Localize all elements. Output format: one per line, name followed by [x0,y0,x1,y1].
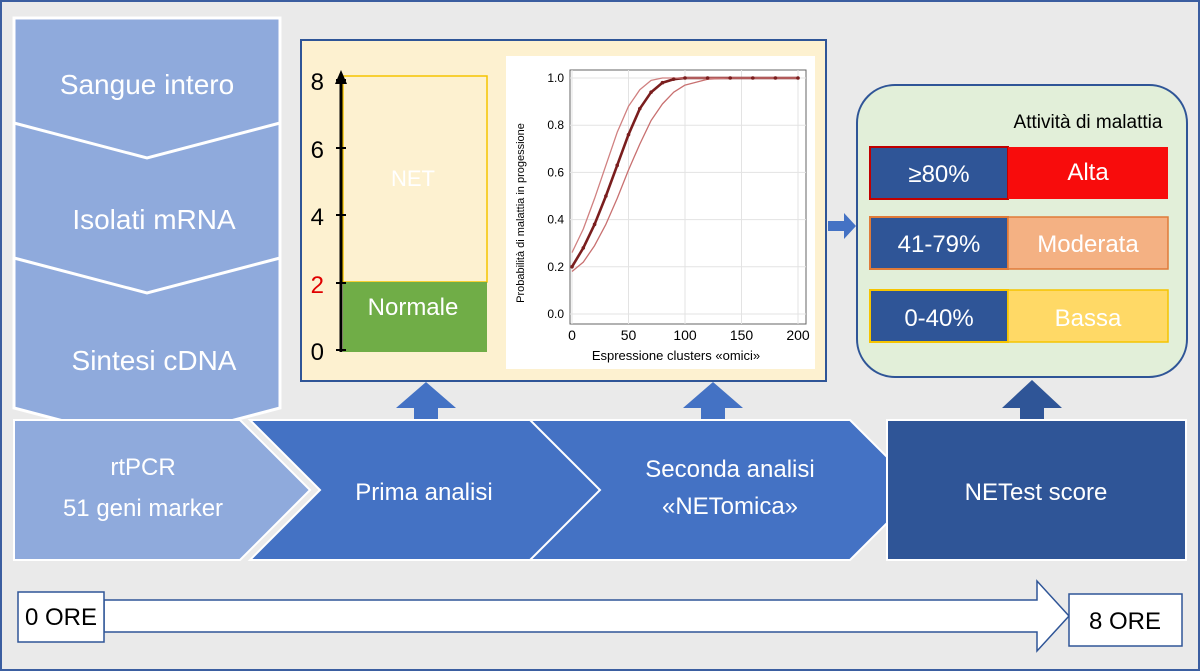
net-scale: 0 2 4 6 8 NET Normale [311,69,488,366]
activity-range-high [869,146,1009,200]
chart-y-axis-label: Probabilità di malattia in progessione [515,123,527,303]
chart-point [728,76,732,80]
up-arrow-seconda [683,382,743,422]
activity-range-low [869,289,1009,343]
timeline-arrow [103,579,1071,653]
chart-point [683,76,687,80]
step-label-cdna: Sintesi cDNA [72,345,237,376]
scale-tick-label-6: 6 [311,137,324,164]
chart-point [592,222,597,227]
activity-level-high-box [1008,147,1168,199]
activity-range-moderate-label: 41-79% [898,231,981,258]
chart-series [570,76,800,272]
activity-panel: Attività di malattia ≥80% Alta 41-79% Mo… [856,84,1188,378]
activity-range-low-label: 0-40% [904,305,973,332]
chart-x-tick-label: 150 [730,327,754,343]
chart-point [604,194,608,198]
chart-y-tick-label: 0.2 [547,260,564,274]
timeline: 0 ORE 8 ORE [17,579,1183,653]
chart-point [581,246,586,250]
chart-point [705,76,710,80]
chart-point [570,265,574,269]
up-arrow-score [1002,380,1062,424]
chart-y-tick-label: 0.4 [547,213,564,227]
timeline-start-label: 0 ORE [25,604,97,631]
activity-title: Attività di malattia [1014,112,1163,133]
pipeline: rtPCR 51 geni marker Prima analisi Secon… [13,419,1187,561]
chart-x-axis-label: Espressione clusters «omici» [592,348,760,363]
scale-tick-label-2: 2 [311,272,324,299]
panel-to-activity-arrow [828,213,856,239]
activity-level-moderate-box [1007,216,1169,270]
analysis-panel: 0 2 4 6 8 NET Normale 0 50 100 150 200 0.0 0.2… [300,39,827,382]
chart-point [796,76,800,80]
up-arrow-prima [396,382,456,422]
pipeline-prima-label: Prima analisi [355,479,492,506]
pipeline-rtpcr-line2: 51 geni marker [63,495,223,522]
pipeline-rtpcr [13,419,312,561]
chart-point [615,163,619,168]
step-label-blood: Sangue intero [60,69,234,100]
pipeline-score-label: NETest score [965,479,1108,506]
chart-x-tick-label: 0 [568,327,576,343]
probability-chart: 0 50 100 150 200 0.0 0.2 0.4 0.6 0.8 1.0 Espressio… [506,56,815,369]
timeline-start-box [17,591,105,643]
timeline-end-label: 8 ORE [1089,608,1161,635]
step-chevron-cdna [12,256,282,445]
chart-point [638,106,642,111]
activity-level-low-label: Bassa [1055,305,1122,332]
chart-ticks: 0 50 100 150 200 0.0 0.2 0.4 0.6 0.8 1.0 [547,71,810,343]
scale-tick-label-4: 4 [311,204,324,231]
activity-range-high-label: ≥80% [908,161,969,188]
chart-point [751,76,755,80]
pipeline-score [886,419,1187,561]
pipeline-seconda-line2: «NETomica» [662,493,798,520]
chart-point [660,80,665,85]
activity-level-moderate-label: Moderata [1037,231,1139,258]
chart-y-tick-label: 0.6 [547,165,564,179]
scale-tick-label-8: 8 [311,69,324,96]
normal-zone [343,282,487,352]
chart-point [773,76,778,80]
normal-zone-label: Normale [368,294,459,321]
chart-x-tick-label: 200 [786,327,810,343]
timeline-end-box [1068,593,1183,647]
activity-level-low-box [1007,289,1169,343]
chart-point [649,90,653,94]
activity-level-high-label: Alta [1067,159,1109,186]
chart-plot-area [569,69,807,325]
scale-tick-label-0: 0 [311,339,324,366]
chart-x-tick-label: 50 [621,327,637,343]
chart-series-line-2 [571,77,798,272]
net-zone-label: NET [391,166,435,191]
pipeline-seconda-line1: Seconda analisi [645,456,814,483]
chart-point [626,132,631,137]
up-arrows [396,380,1062,424]
activity-range-moderate [869,216,1009,270]
chart-x-tick-label: 100 [673,327,697,343]
chart-y-tick-label: 1.0 [547,71,564,85]
step-label-mrna: Isolati mRNA [72,204,236,235]
process-steps: Sangue intero Isolati mRNA Sintesi cDNA [12,16,282,445]
net-zone [342,75,488,283]
pipeline-seconda [527,419,922,561]
chart-y-tick-label: 0.0 [547,307,564,321]
chart-y-tick-label: 0.8 [547,118,564,132]
chart-point [671,77,676,81]
pipeline-rtpcr-line1: rtPCR [110,454,175,481]
